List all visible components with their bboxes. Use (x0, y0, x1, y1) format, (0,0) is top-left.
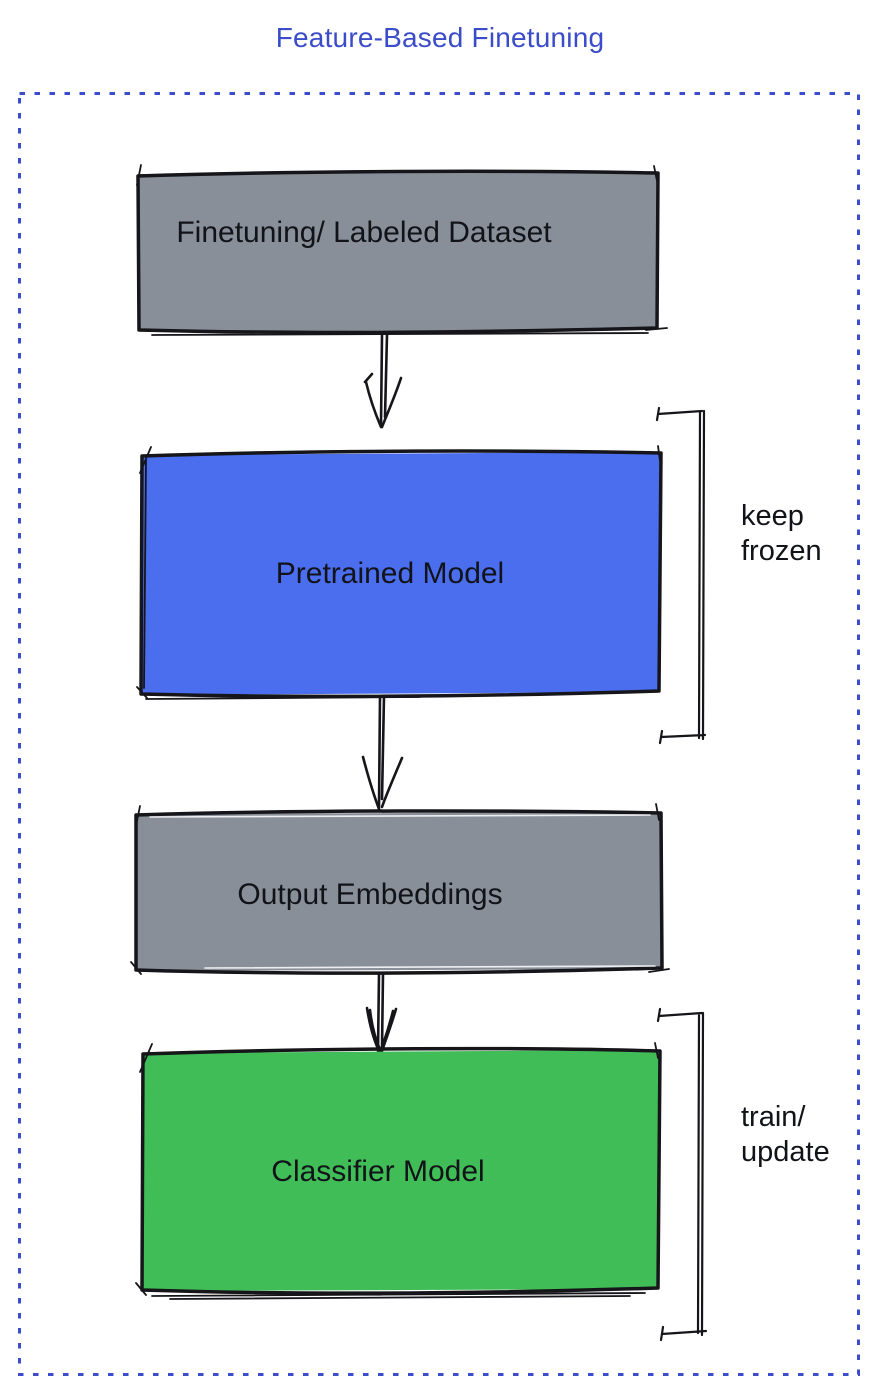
bracket-train-update (656, 1007, 708, 1342)
dotted-frame (18, 92, 860, 1376)
annotation-keep-frozen-line1: keep (741, 500, 804, 532)
box-classifier-model (135, 1042, 662, 1300)
arrow-pretrained-to-embeddings (361, 694, 404, 811)
box-label-pretrained-model: Pretrained Model (275, 557, 505, 590)
box-pretrained-model (136, 445, 663, 700)
box-label-classifier-model: Classifier Model (271, 1155, 485, 1188)
arrow-embeddings-to-classifier (365, 972, 398, 1055)
box-label-output-embeddings: Output Embeddings (237, 878, 503, 911)
diagram-title: Feature-Based Finetuning (275, 22, 605, 53)
box-label-finetuning-dataset: Finetuning/ Labeled Dataset (176, 216, 552, 249)
annotation-train-update-line2: update (741, 1136, 830, 1168)
annotation-train-update: train/ update (741, 1100, 830, 1170)
annotation-keep-frozen: keep frozen (741, 499, 822, 569)
annotation-train-update-line1: train/ (741, 1101, 806, 1133)
box-finetuning-dataset (136, 164, 668, 336)
annotation-keep-frozen-line2: frozen (741, 535, 822, 567)
arrow-dataset-to-pretrained (363, 333, 403, 429)
bracket-keep-frozen (655, 406, 707, 745)
box-output-embeddings (130, 803, 670, 975)
